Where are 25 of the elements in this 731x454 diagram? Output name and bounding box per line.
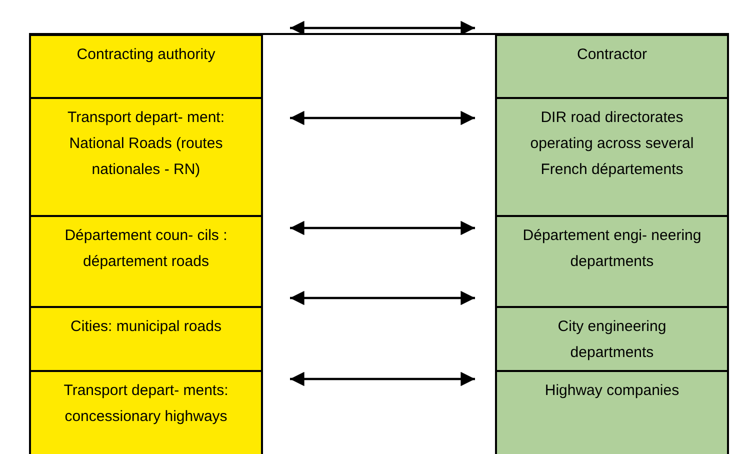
cell-text: Highway companies bbox=[544, 381, 680, 401]
cell-text: Contractor bbox=[576, 45, 648, 65]
cell-text: Cities: municipal roads bbox=[70, 317, 222, 337]
contractor-cell bbox=[495, 370, 729, 454]
authority-cell bbox=[29, 306, 263, 372]
double-headed-arrow bbox=[290, 290, 475, 306]
authority-cell bbox=[29, 34, 263, 99]
double-headed-arrow bbox=[290, 372, 475, 386]
authority-cell bbox=[29, 215, 263, 308]
contractor-cell bbox=[495, 215, 729, 308]
cell-text: DIR road directorates operating across several French départements bbox=[529, 108, 695, 180]
authority-cell bbox=[29, 370, 263, 454]
cell-text: Département engi- neering departments bbox=[522, 226, 702, 272]
authority-cell bbox=[29, 97, 263, 217]
contractor-cell bbox=[495, 34, 729, 99]
cell-text: Transport depart- ment: National Roads (routes nationales - RN) bbox=[66, 108, 226, 180]
cell-text: City engineering departments bbox=[556, 317, 668, 363]
cell-text: Département coun- cils : département roads bbox=[64, 226, 228, 272]
cell-text: Transport depart- ments: concessionary highways bbox=[62, 381, 230, 427]
contractor-cell bbox=[495, 306, 729, 372]
double-headed-arrow bbox=[290, 20, 475, 36]
double-headed-arrow bbox=[290, 220, 475, 236]
contractor-cell bbox=[495, 97, 729, 217]
double-headed-arrow bbox=[290, 110, 475, 126]
cell-text: Contracting authority bbox=[76, 45, 216, 65]
